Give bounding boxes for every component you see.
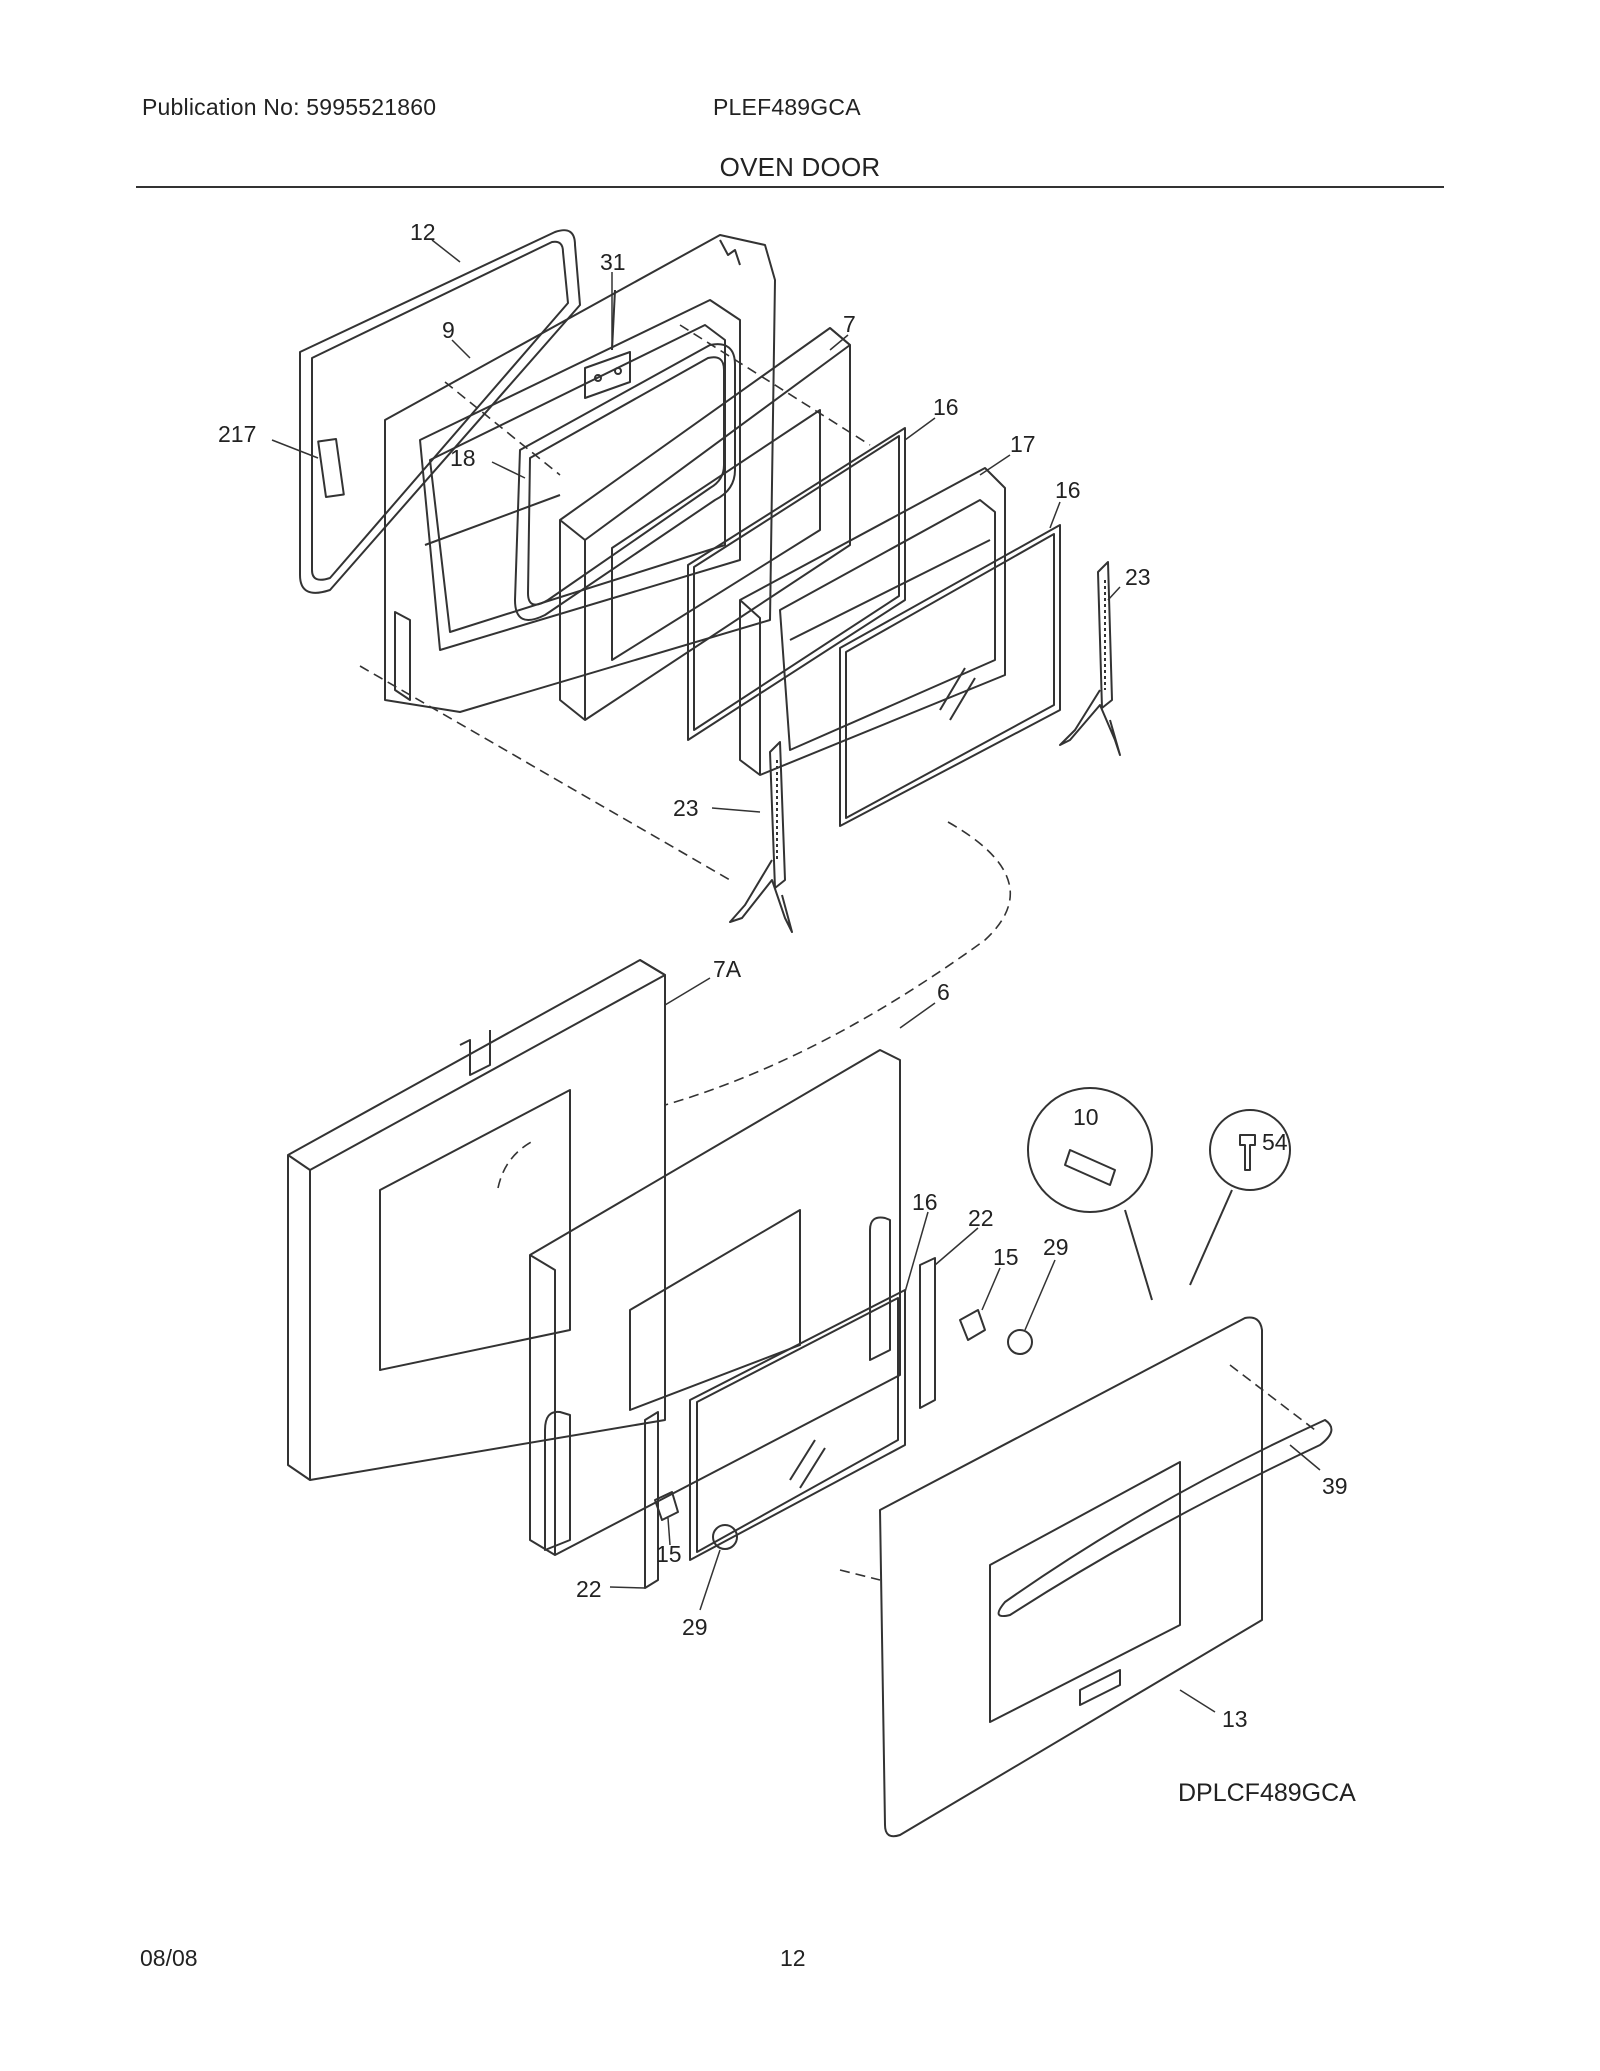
callout-16-lower: 16 — [912, 1189, 938, 1215]
part-9-inner-liner — [384, 234, 776, 713]
callout-22-left: 22 — [576, 1576, 602, 1602]
callout-9: 9 — [442, 317, 455, 343]
part-22-bracket-right — [919, 1257, 936, 1409]
part-7-insulation — [559, 327, 851, 721]
part-18-seal — [514, 343, 736, 621]
callout-7a: 7A — [713, 956, 742, 982]
callout-13: 13 — [1222, 1706, 1248, 1732]
footer-date: 08/08 — [140, 1945, 198, 1971]
part-29-bumper-right — [1007, 1329, 1033, 1355]
part-15-clip-right — [959, 1309, 986, 1341]
part-13-outer-door — [879, 1316, 1263, 1838]
callout-15-right: 15 — [993, 1244, 1019, 1270]
part-16-glass-middle — [839, 524, 1061, 827]
diagram-code: DPLCF489GCA — [1178, 1779, 1356, 1807]
callout-7: 7 — [843, 311, 856, 337]
callout-18: 18 — [450, 445, 476, 471]
callout-23-right: 23 — [1125, 564, 1151, 590]
callout-29-right: 29 — [1043, 1234, 1069, 1260]
callout-16-upper: 16 — [933, 394, 959, 420]
part-12-gasket — [299, 229, 581, 594]
callout-12: 12 — [410, 219, 436, 245]
part-6-inner-panel — [529, 1049, 901, 1556]
header-rule — [136, 186, 1444, 188]
page-number: 12 — [780, 1945, 806, 1971]
part-23-hinge-right — [1059, 561, 1121, 756]
part-10-screw-detail — [1027, 1087, 1153, 1301]
callout-22-right: 22 — [968, 1205, 994, 1231]
callout-23-left: 23 — [673, 795, 699, 821]
model-number: PLEF489GCA — [713, 94, 861, 120]
part-7a-insulation-outer — [287, 959, 666, 1481]
callout-39: 39 — [1322, 1473, 1348, 1499]
part-15-clip-left — [654, 1491, 679, 1521]
callout-54: 54 — [1262, 1129, 1288, 1155]
part-29-bumper-left — [712, 1524, 738, 1550]
part-31-bracket — [584, 289, 631, 399]
part-22-bracket-left — [644, 1411, 659, 1589]
part-23-hinge-left — [729, 741, 793, 933]
callout-29-left: 29 — [682, 1614, 708, 1640]
part-39-handle — [997, 1419, 1333, 1618]
publication-number: Publication No: 5995521860 — [142, 94, 437, 120]
section-title: OVEN DOOR — [719, 152, 881, 182]
callout-31: 31 — [600, 249, 626, 275]
callout-16-middle: 16 — [1055, 477, 1081, 503]
part-54-screw-detail — [1189, 1109, 1291, 1286]
part-16-glass-lower — [689, 1289, 906, 1561]
part-17-glass-frame — [739, 467, 1006, 776]
callout-17: 17 — [1010, 431, 1036, 457]
callout-6: 6 — [937, 979, 950, 1005]
callout-10: 10 — [1073, 1104, 1099, 1130]
callout-217: 217 — [218, 421, 256, 447]
callout-15-left: 15 — [656, 1541, 682, 1567]
part-16-glass-upper — [687, 427, 906, 741]
